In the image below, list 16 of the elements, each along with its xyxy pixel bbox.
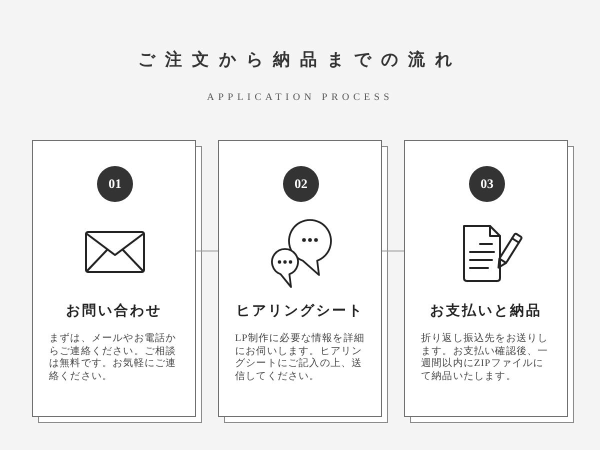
step-card	[404, 140, 568, 417]
step-description: 折り返し振込先をお送りします。お支払い確認後、一週間以内にZIPファイルにて納品いたします。	[421, 333, 550, 384]
step-card	[32, 140, 196, 417]
step-number-badge: 02	[283, 166, 319, 202]
connector-line	[382, 250, 404, 252]
connector-line	[196, 250, 218, 252]
step-card	[218, 140, 382, 417]
subtitle: APPLICATION PROCESS	[206, 91, 394, 104]
step-number-badge: 01	[97, 166, 133, 202]
step-heading: お支払いと納品	[430, 303, 542, 321]
step-number-badge: 03	[469, 166, 505, 202]
step-description: まずは、メールやお電話からご連絡ください。ご相談は無料です。お気軽にご連絡ください。	[49, 333, 178, 384]
title: ご注文から納品までの流れ	[138, 49, 462, 71]
step-description: LP制作に必要な情報を詳細にお伺いします。ヒアリングシートにご記入の上、送信してください。	[235, 333, 366, 384]
step-heading: ヒアリングシート	[236, 303, 364, 321]
step-heading: お問い合わせ	[66, 303, 162, 321]
